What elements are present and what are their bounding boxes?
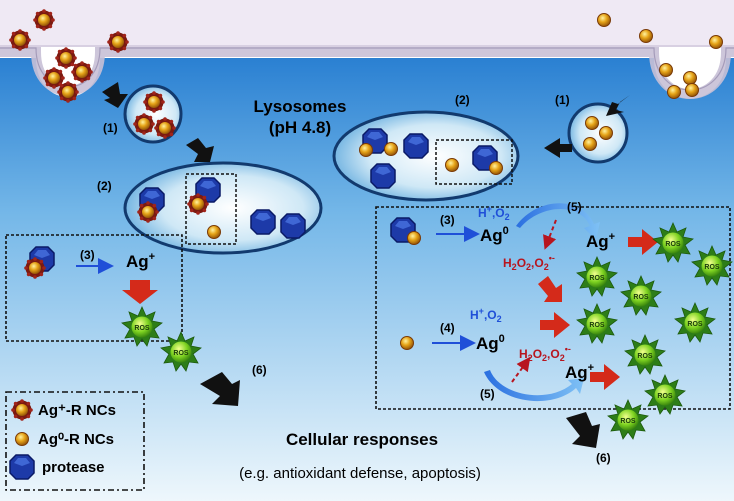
h2o2-top: H2O2,O2•- (503, 253, 555, 272)
panel-ag-plus (5, 234, 183, 342)
ag-zero-row3: Ag0 (480, 225, 509, 245)
svg-text:ROS: ROS (704, 264, 720, 271)
lysosome-left (123, 161, 323, 255)
step-6-right: (6) (596, 451, 611, 465)
legend-protease: protease (42, 459, 105, 476)
cellular-responses-title: Cellular responses (286, 430, 438, 449)
svg-text:ROS: ROS (633, 294, 649, 301)
lysosome-ph: (pH 4.8) (269, 118, 331, 137)
svg-text:ROS: ROS (589, 275, 605, 282)
ag-zero-row4: Ag0 (476, 333, 505, 353)
step-1-left: (1) (103, 121, 118, 135)
step-4: (4) (440, 321, 455, 335)
step-2-right: (2) (455, 93, 470, 107)
cellular-responses-examples: (e.g. antioxidant defense, apoptosis) (239, 465, 481, 482)
step-6-left: (6) (252, 363, 267, 377)
svg-text:ROS: ROS (687, 321, 703, 328)
svg-text:ROS: ROS (665, 241, 681, 248)
step-3-right: (3) (440, 213, 455, 227)
lysosome-right (332, 110, 520, 202)
legend-ag-plus: Ag⁺-R NCs (38, 402, 116, 419)
h2o2-bottom: H2O2,O2•- (519, 344, 571, 363)
step-2-left: (2) (97, 179, 112, 193)
step-5-bottom: (5) (480, 387, 495, 401)
h-o2-bottom: H+,O2 (470, 306, 502, 324)
svg-text:ROS: ROS (173, 350, 189, 357)
svg-text:ROS: ROS (637, 353, 653, 360)
ag-plus-row3: Ag+ (586, 231, 615, 251)
legend-ag-zero: Ag⁰-R NCs (38, 431, 114, 448)
ag-plus-left: Ag+ (126, 251, 155, 271)
svg-text:ROS: ROS (589, 322, 605, 329)
lysosome-title: Lysosomes (254, 97, 347, 116)
svg-text:ROS: ROS (657, 393, 673, 400)
step-3-left: (3) (80, 248, 95, 262)
svg-text:ROS: ROS (134, 325, 150, 332)
step-5-top: (5) (567, 200, 582, 214)
svg-text:ROS: ROS (620, 418, 636, 425)
legend (5, 391, 145, 491)
endosome-right (567, 102, 629, 164)
h-o2-top: H+,O2 (478, 204, 510, 222)
black-arrows (102, 82, 630, 448)
red-arrow-down-left (122, 280, 158, 304)
ag-plus-row4: Ag+ (565, 362, 594, 382)
endosome-left (123, 84, 183, 144)
blue-curve-arrow-bottom (484, 370, 584, 402)
blue-curve-arrow-top (516, 203, 600, 240)
ros-labels: ROS ROS ROS ROS ROS ROS ROS ROS ROS ROS … (134, 241, 720, 425)
step-1-right: (1) (555, 93, 570, 107)
